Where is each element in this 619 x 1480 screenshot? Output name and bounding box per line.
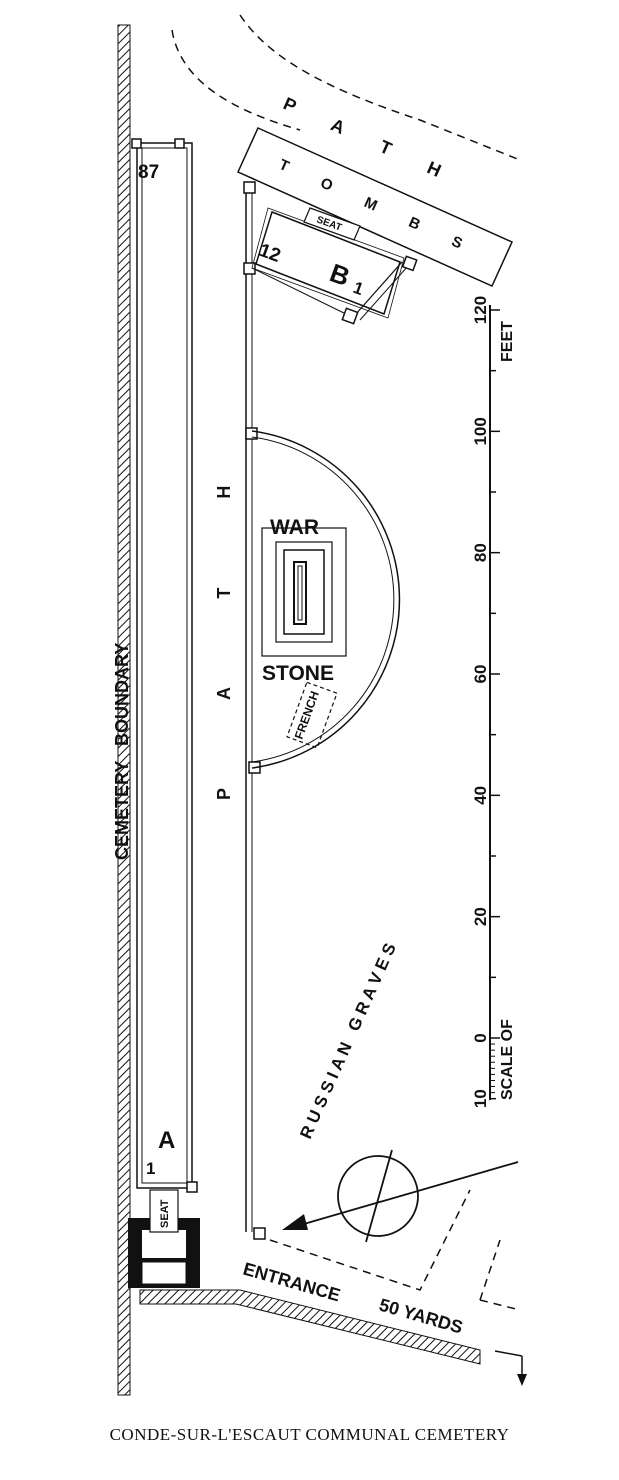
cemetery-boundary-label: CEMETERY BOUNDARY [112,643,132,860]
scale-tick-label: 20 [471,907,490,926]
path-main-label: P A T H [214,444,234,800]
row-a-plot [131,138,198,1193]
scale-tick-label: 40 [471,786,490,805]
scale-title-label: SCALE OF [499,1019,516,1100]
stone-label: STONE [262,662,334,685]
north-arrow [282,1149,519,1243]
row-a-bottom-label: 1 [146,1159,155,1178]
scale-tick-label: 120 [471,296,490,324]
french-graves-area [286,681,338,749]
russian-graves-label: R U S S I A N G R A V E S [296,940,400,1141]
scale-tick-label: 80 [471,543,490,562]
row-b-end-label: 1 [351,278,366,299]
row-b-plot [251,207,418,325]
scale-unit-label: FEET [499,321,516,362]
entrance-arrow [494,1350,527,1386]
scale-bar [489,305,500,1100]
french-label: FRENCH [292,689,322,741]
scale-tick-label: 0 [471,1033,490,1042]
row-b-label: B [326,257,354,292]
row-b-start-label: 12 [256,240,283,267]
tombs-area [237,127,513,287]
seat-lower-label: SEAT [159,1199,171,1228]
war-stone [261,527,347,657]
row-a-label: A [158,1127,175,1154]
scale-tick-label: 100 [471,417,490,445]
entrance-dashes [269,1189,521,1311]
lower-shelter [128,1189,200,1288]
main-path-line [243,181,266,1240]
row-a-top-label: 87 [138,162,159,183]
upper-path-dashes [171,14,521,161]
scale-tick-labels: 120 100 80 60 40 20 0 10 [471,296,490,1108]
war-label: WAR [270,516,319,539]
boundary-wall [117,24,481,1396]
scale-tick-label: 60 [471,665,490,684]
map-caption: CONDE-SUR-L'ESCAUT COMMUNAL CEMETERY [109,1425,510,1444]
war-stone-enclosure [251,430,401,769]
scale-tick-label: 10 [471,1089,490,1108]
